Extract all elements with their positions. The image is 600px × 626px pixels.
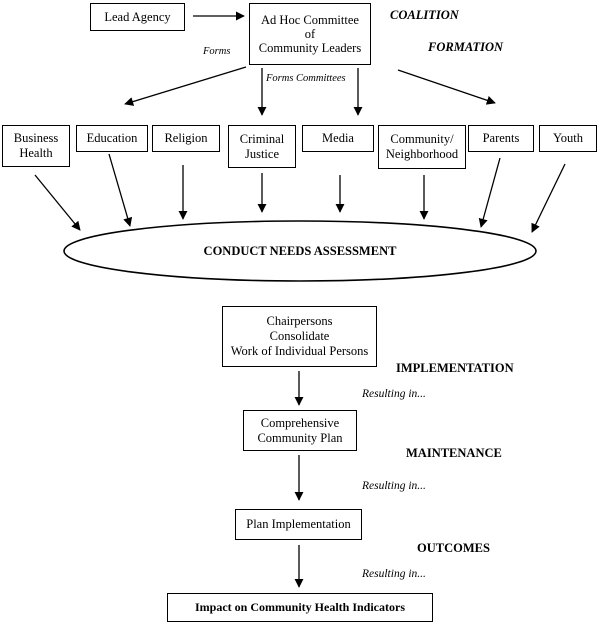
committee-parents: Parents — [468, 125, 534, 152]
plan-implementation-box: Plan Implementation — [235, 509, 362, 540]
committee-label: Youth — [553, 131, 583, 145]
lead-agency-label: Lead Agency — [104, 9, 171, 24]
committee-label: Religion — [164, 131, 208, 145]
committee-label: Parents — [482, 131, 520, 145]
arrow-youth-to-assessment — [531, 163, 566, 233]
committee-religion: Religion — [152, 125, 220, 152]
ad-hoc-committee-label: Ad Hoc Committee of Community Leaders — [258, 13, 362, 55]
committee-label: Education — [86, 131, 138, 145]
committee-criminal-justice: Criminal Justice — [228, 125, 296, 168]
stage-implementation: IMPLEMENTATION — [396, 361, 514, 375]
forms-committees-note: Forms Committees — [266, 73, 346, 84]
impact-box: Impact on Community Health Indicators — [167, 593, 433, 622]
committee-youth: Youth — [539, 125, 597, 152]
arrow-business-to-assessment — [34, 174, 81, 231]
committee-business-health: Business Health — [2, 125, 70, 167]
chairpersons-box: Chairpersons Consolidate Work of Individ… — [222, 306, 377, 367]
forms-note: Forms — [203, 46, 231, 57]
committee-label: Business Health — [13, 131, 59, 160]
plan-implementation-label: Plan Implementation — [246, 517, 351, 531]
arrow-education-to-assessment — [108, 153, 133, 227]
comprehensive-plan-box: Comprehensive Community Plan — [243, 410, 357, 451]
comprehensive-plan-label: Comprehensive Community Plan — [257, 415, 343, 445]
stage-coalition: COALITION — [390, 8, 459, 22]
committee-label: Media — [322, 131, 354, 145]
resulting-note-3: Resulting in... — [362, 568, 426, 580]
stage-maintenance: MAINTENANCE — [406, 446, 502, 460]
stage-formation: FORMATION — [428, 40, 504, 54]
lead-agency-box: Lead Agency — [90, 3, 185, 31]
arrow-parents-to-assessment — [478, 157, 501, 228]
resulting-note-1: Resulting in... — [362, 388, 426, 400]
needs-assessment-ellipse — [63, 220, 537, 282]
arrow-committee-left — [124, 66, 247, 106]
committee-community-neighborhood: Community/ Neighborhood — [378, 125, 466, 169]
arrow-committee-right — [397, 69, 496, 105]
committee-label: Community/ Neighborhood — [385, 132, 459, 161]
resulting-note-2: Resulting in... — [362, 480, 426, 492]
ad-hoc-committee-box: Ad Hoc Committee of Community Leaders — [249, 3, 371, 65]
chairpersons-label: Chairpersons Consolidate Work of Individ… — [230, 314, 369, 358]
needs-assessment-label: CONDUCT NEEDS ASSESSMENT — [203, 243, 397, 258]
committee-education: Education — [76, 125, 148, 152]
impact-label: Impact on Community Health Indicators — [194, 600, 405, 614]
committee-media: Media — [302, 125, 374, 152]
stage-outcomes: OUTCOMES — [417, 541, 490, 555]
committee-label: Criminal Justice — [239, 131, 285, 161]
